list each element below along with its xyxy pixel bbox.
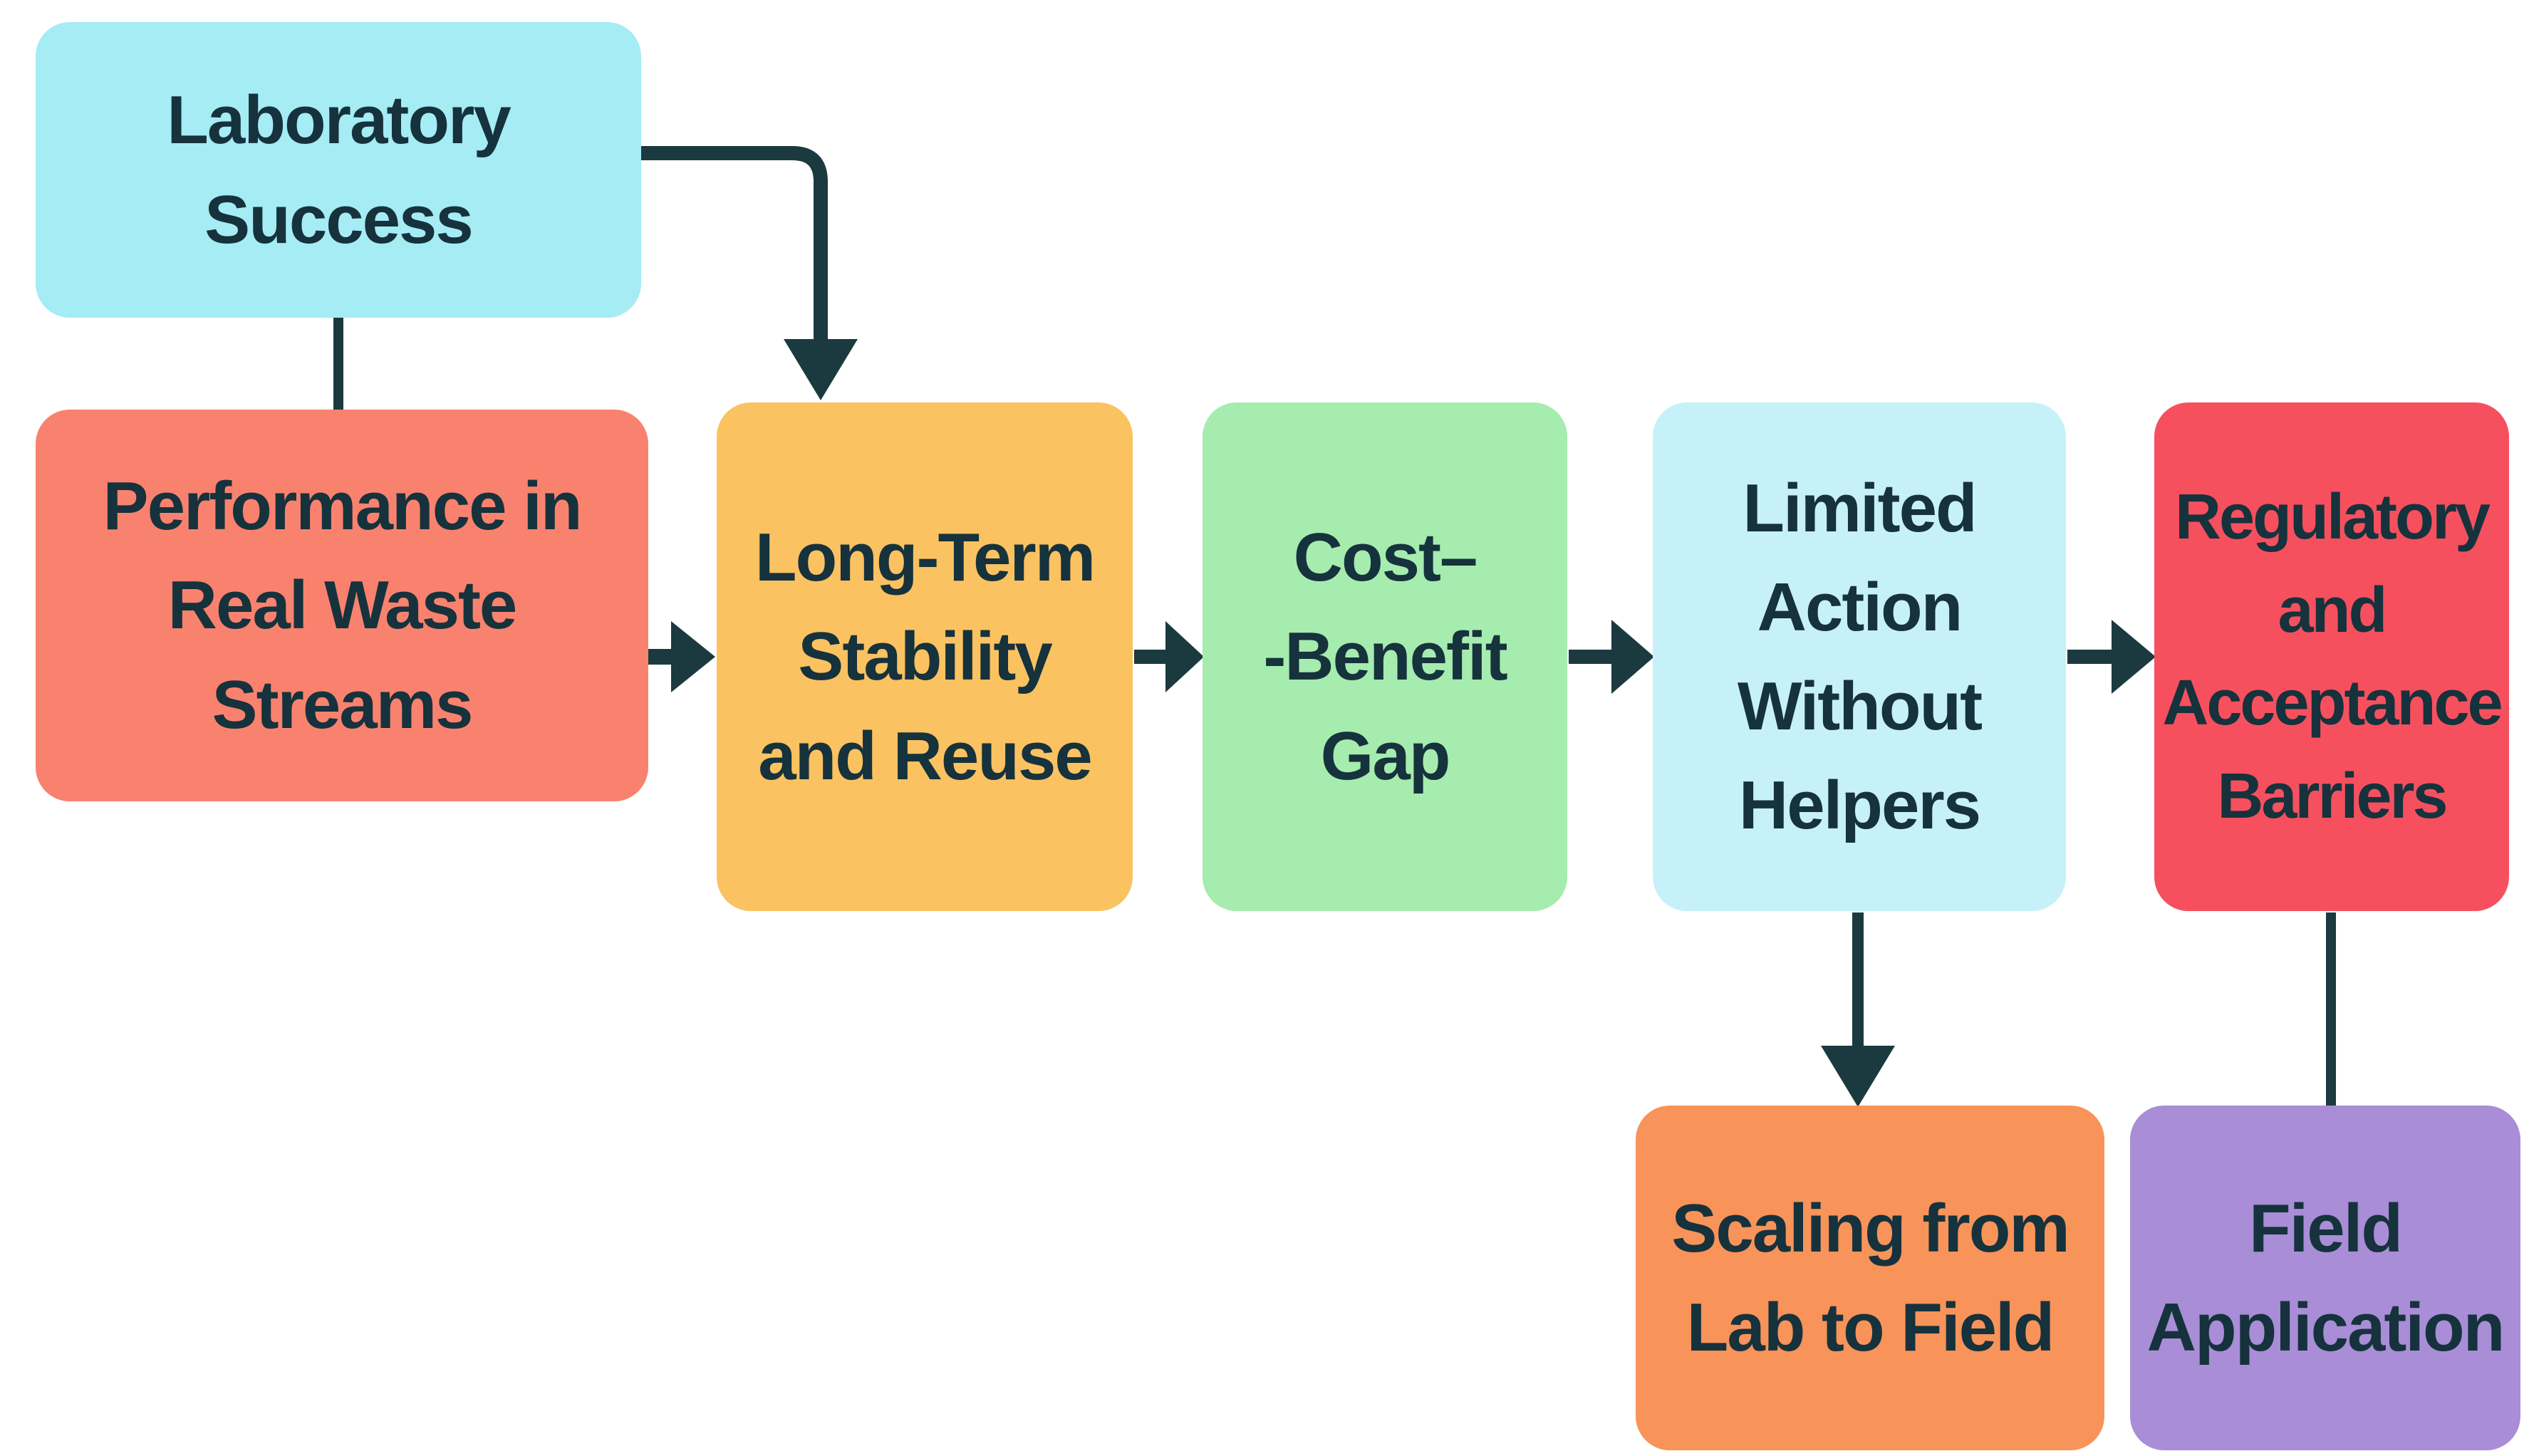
node-laboratory-success-label: Laboratory Success xyxy=(167,82,511,258)
node-scaling-lab-field-label: Scaling from Lab to Field xyxy=(1671,1190,2070,1366)
edge-laboratory-to-longterm-elbow-arrow xyxy=(641,146,858,400)
node-limited-action-label: Limited Action Without Helpers xyxy=(1737,469,1983,844)
node-laboratory-success: Laboratory Success xyxy=(36,22,641,318)
node-performance-real-waste-label: Performance in Real Waste Streams xyxy=(103,468,583,743)
node-long-term-stability-label: Long-Term Stability and Reuse xyxy=(754,519,1096,794)
node-limited-action: Limited Action Without Helpers xyxy=(1653,402,2066,911)
node-field-application: Field Application xyxy=(2130,1106,2520,1450)
edge-longterm-to-costbenefit-arrow xyxy=(1134,621,1204,692)
edge-limited-to-regulatory-arrow xyxy=(2067,620,2156,694)
node-cost-benefit-gap-label: Cost– -Benefit Gap xyxy=(1263,519,1507,794)
node-regulatory-barriers-label: Regulatory and Acceptance Barriers xyxy=(2162,482,2503,832)
node-scaling-lab-field: Scaling from Lab to Field xyxy=(1636,1106,2104,1450)
edge-limited-to-scaling-arrow xyxy=(1821,912,1895,1107)
node-performance-real-waste: Performance in Real Waste Streams xyxy=(36,410,648,801)
node-field-application-label: Field Application xyxy=(2146,1190,2505,1366)
node-regulatory-barriers: Regulatory and Acceptance Barriers xyxy=(2154,402,2509,911)
edge-costbenefit-to-limited-arrow xyxy=(1569,620,1654,694)
node-cost-benefit-gap: Cost– -Benefit Gap xyxy=(1203,402,1567,911)
node-long-term-stability: Long-Term Stability and Reuse xyxy=(717,402,1133,911)
